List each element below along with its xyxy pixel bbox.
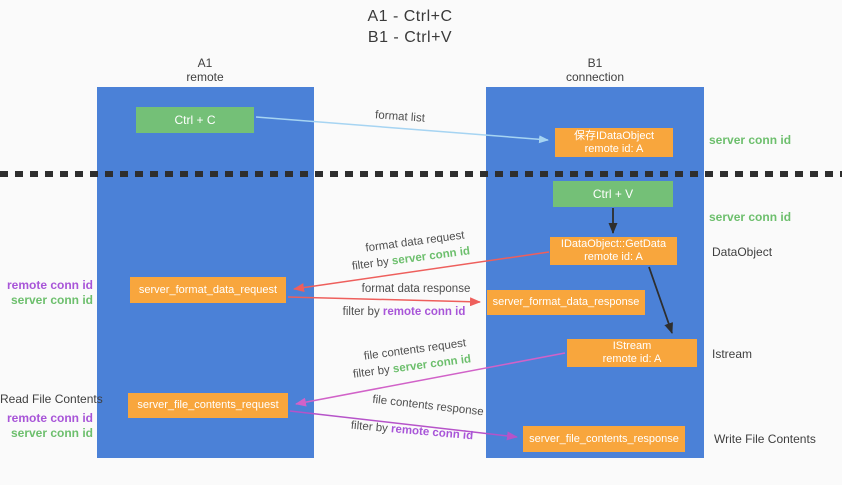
node-save-idataobject-line2: remote id: A <box>584 142 644 155</box>
filter-by-text: filter by <box>352 363 391 381</box>
lifeline-a1-header: A1 remote <box>145 56 265 84</box>
side-label-server-conn-id-left-2: server conn id <box>10 426 93 440</box>
side-label-server-conn-id-mid: server conn id <box>709 210 792 224</box>
label-filter-by-remote-conn-id-1: filter by remote conn id <box>343 306 466 318</box>
node-ctrl-v: Ctrl + V <box>553 181 673 207</box>
node-ctrl-v-label: Ctrl + V <box>592 186 634 201</box>
node-server-file-contents-response-label: server_file_contents_response <box>529 432 679 445</box>
side-label-istream: Istream <box>712 347 753 361</box>
node-server-file-contents-response: server_file_contents_response <box>523 426 685 452</box>
lifeline-a1-name: A1 <box>197 56 213 70</box>
side-label-write-file-contents: Write File Contents <box>714 432 816 446</box>
node-save-idataobject-line1: 保存IDataObject <box>573 129 655 142</box>
node-istream-line2: remote id: A <box>602 353 662 365</box>
node-istream: IStream remote id: A <box>567 339 697 367</box>
remote-conn-id-text: remote conn id <box>382 306 466 318</box>
node-server-file-contents-request: server_file_contents_request <box>128 393 288 418</box>
node-server-file-contents-request-label: server_file_contents_request <box>137 399 279 411</box>
side-label-remote-conn-id-1: remote conn id <box>6 278 93 292</box>
node-idataobject-getdata: IDataObject::GetData remote id: A <box>550 237 677 265</box>
label-file-contents-response: file contents response <box>371 393 485 419</box>
node-server-format-data-response: server_format_data_response <box>487 290 645 315</box>
node-istream-line1: IStream <box>612 340 652 352</box>
side-label-dataobject: DataObject <box>712 245 773 259</box>
side-label-server-conn-id-left-1: server conn id <box>10 293 93 307</box>
node-ctrl-c-label: Ctrl + C <box>174 112 216 127</box>
arrow-format-data-response <box>287 296 481 307</box>
node-getdata-line2: remote id: A <box>584 251 643 263</box>
node-server-format-data-request-label: server_format_data_request <box>138 283 278 296</box>
filter-by-text: filter by <box>351 255 390 273</box>
node-server-format-data-request: server_format_data_request <box>130 277 286 303</box>
side-label-server-conn-id-top: server conn id <box>709 133 792 147</box>
lifeline-a1-role: remote <box>186 70 224 84</box>
node-ctrl-c: Ctrl + C <box>136 107 254 133</box>
side-label-remote-conn-id-2: remote conn id <box>6 411 93 425</box>
lifeline-b1-name: B1 <box>587 56 603 70</box>
lifeline-b1-header: B1 connection <box>535 56 655 84</box>
diagram-title-line-1: A1 - Ctrl+C <box>367 8 453 25</box>
remote-conn-id-text: remote conn id <box>390 423 474 443</box>
label-filter-by-remote-conn-id-2: filter by remote conn id <box>350 420 473 443</box>
node-getdata-line1: IDataObject::GetData <box>560 238 667 250</box>
filter-by-text: filter by <box>342 306 380 318</box>
node-save-idataobject: 保存IDataObject remote id: A <box>555 128 673 157</box>
diagram-title-line-2: B1 - Ctrl+V <box>367 29 453 46</box>
filter-by-text: filter by <box>350 419 389 435</box>
label-format-list: format list <box>374 109 426 125</box>
label-format-data-response: format data response <box>361 283 471 295</box>
lifeline-b1-role: connection <box>565 70 625 84</box>
side-label-read-file-contents: Read File Contents <box>0 392 103 406</box>
session-divider-dotted-line <box>0 171 842 177</box>
node-server-format-data-response-label: server_format_data_response <box>492 296 640 308</box>
